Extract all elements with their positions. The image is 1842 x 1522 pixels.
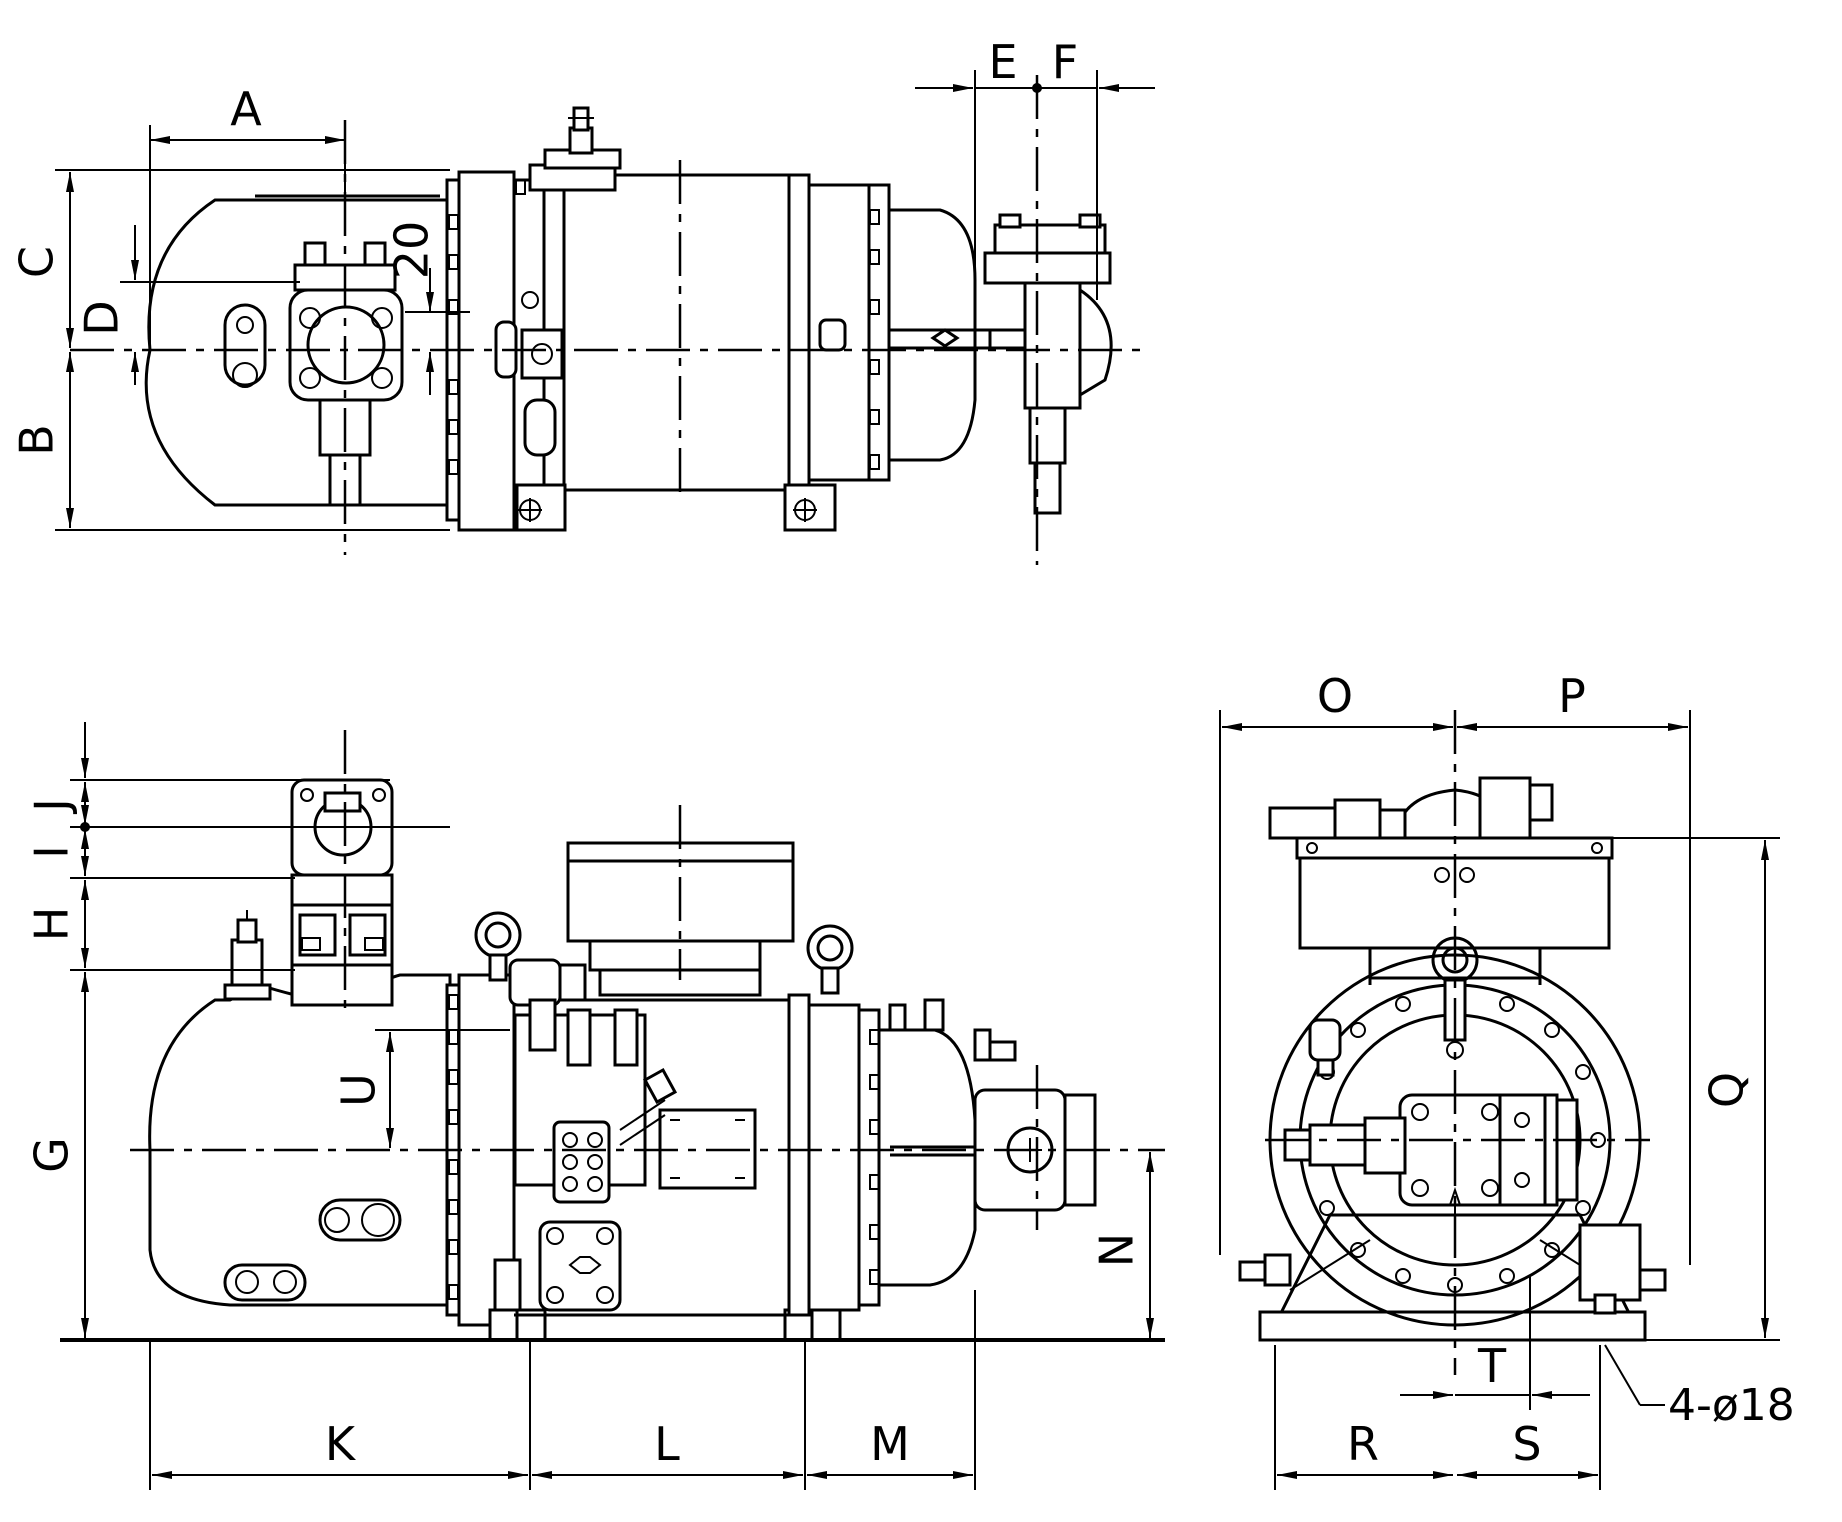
dim-label-f: F <box>1052 35 1078 89</box>
top-end-cap <box>887 208 977 462</box>
dim-label-n: N <box>1090 1233 1144 1267</box>
dim-label-p: P <box>1558 669 1586 723</box>
side-oil-pump <box>538 1220 622 1312</box>
side-tank-body <box>148 973 452 1307</box>
dim-label-u: U <box>332 1073 386 1107</box>
side-discharge-valve <box>890 1088 1097 1212</box>
dim-label-o: O <box>1317 669 1353 723</box>
dim-label-a: A <box>230 82 262 136</box>
top-tank-body <box>144 198 452 507</box>
dim-label-h: H <box>25 907 79 942</box>
dim-label-q: Q <box>1700 1072 1754 1108</box>
dim-label-20: 20 <box>385 221 439 280</box>
dim-label-l: L <box>654 1417 680 1471</box>
top-fitting <box>568 126 594 155</box>
dim-label-j: J <box>25 798 79 815</box>
top-view: A C B D 20 E F <box>10 35 1155 565</box>
side-suction-valve <box>290 778 394 1007</box>
dim-label-c: C <box>10 246 64 278</box>
dim-label-k: K <box>325 1417 357 1471</box>
dim-label-d: D <box>75 300 129 335</box>
end-oil-pump <box>1578 1223 1642 1302</box>
top-motor-housing <box>562 173 791 492</box>
side-view: J I H G U N K L M <box>25 722 1165 1490</box>
dim-label-s: S <box>1512 1417 1541 1471</box>
top-discharge-valve <box>889 213 1113 515</box>
dim-label-b: B <box>10 424 64 456</box>
end-view: O P Q T R S 4-ø18 <box>1219 669 1795 1490</box>
right-eye-bolt <box>806 924 854 972</box>
dim-label-t: T <box>1477 1339 1507 1393</box>
dim-label-r: R <box>1347 1417 1379 1471</box>
dim-label-e: E <box>988 35 1017 89</box>
dim-label-g: G <box>25 1137 79 1173</box>
top-sight-box <box>520 328 564 380</box>
dim-label-i: I <box>25 845 79 859</box>
side-right-flange <box>807 1003 861 1312</box>
left-eye-bolt <box>474 911 522 959</box>
dim-label-m: M <box>870 1417 910 1471</box>
mounting-hole-note: 4-ø18 <box>1668 1380 1795 1431</box>
